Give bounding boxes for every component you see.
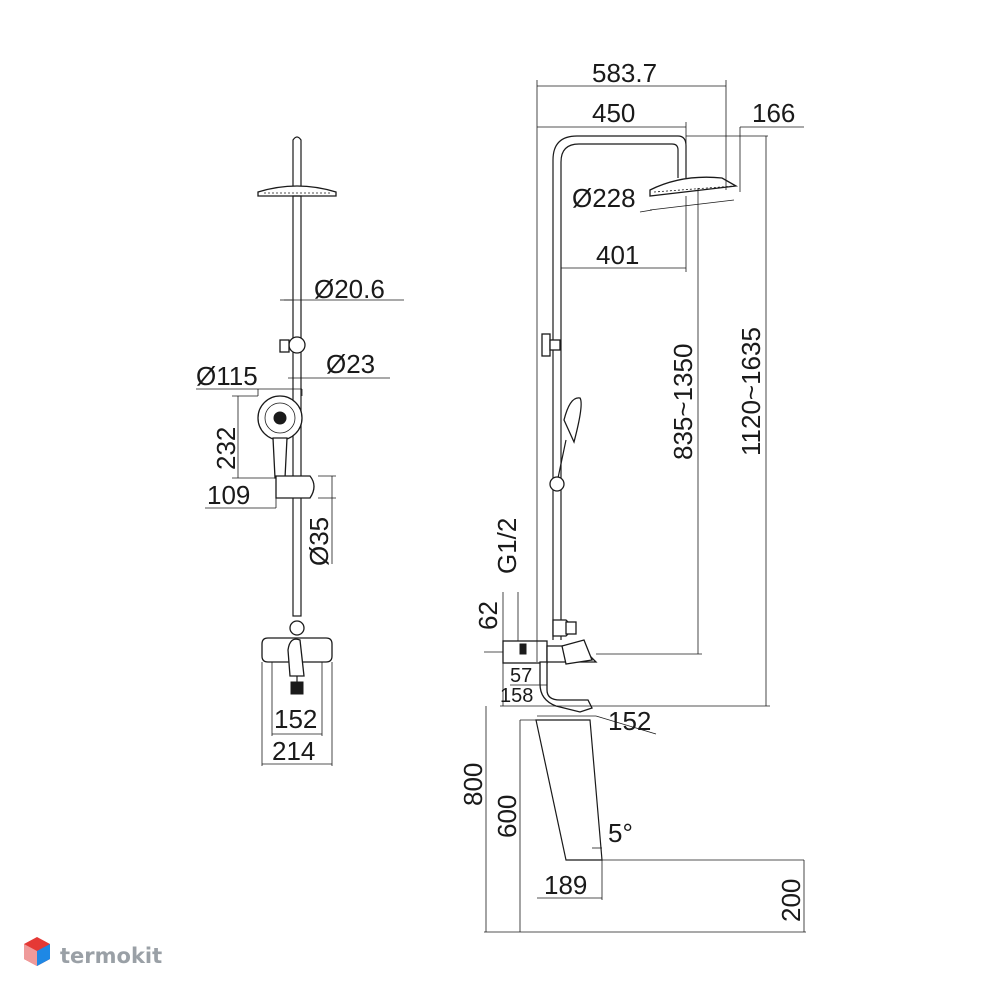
dim-angle: 5°: [608, 818, 633, 848]
dim-pipe-diameter: Ø20.6: [314, 274, 385, 304]
rain-head-side: [649, 176, 739, 197]
brand-logo: termokit: [24, 937, 162, 968]
mixer-lever-side: [561, 639, 593, 665]
dim-hand-diameter: Ø115: [196, 361, 258, 391]
dim-mixer-outer: 214: [272, 736, 315, 766]
side-dimension-lines: [484, 80, 806, 933]
rain-head-front: [257, 185, 337, 197]
bracket-clamp-side: [549, 339, 561, 351]
side-view: 583.7 450 166 Ø228 401 835~1350 1120~163…: [458, 58, 806, 933]
slider-front: [275, 475, 315, 499]
dim-overall-width: 583.7: [592, 58, 657, 88]
slider-side: [549, 476, 565, 492]
inlet-mark: [519, 643, 527, 655]
mixer-lever-front: [287, 638, 305, 677]
dim-inlet-height: 62: [473, 601, 503, 630]
hand-shower-handle: [272, 437, 288, 479]
dim-height-range-1: 835~1350: [668, 344, 698, 460]
front-view: Ø20.6 Ø23 Ø115 232 109 Ø35 152 214: [196, 136, 404, 766]
dim-arm-length: 450: [592, 98, 635, 128]
dim-tub-height: 600: [492, 795, 522, 838]
dim-head-depth: 166: [752, 98, 795, 128]
dim-head-diameter: Ø228: [572, 183, 636, 213]
bathtub-side: [535, 719, 603, 861]
dim-spout-reach: 152: [608, 706, 651, 736]
hand-shower-side: [563, 397, 582, 444]
dim-tub-offset: 189: [544, 870, 587, 900]
bracket-clip-front: [279, 339, 290, 353]
spout-side: [539, 661, 593, 713]
dim-holder-diameter: Ø23: [326, 349, 375, 379]
brand-name: termokit: [60, 944, 162, 968]
connector-nut-side: [565, 621, 577, 635]
wall-bracket-side: [541, 333, 551, 357]
dim-body-total: 158: [500, 685, 533, 707]
front-dimension-lines: [196, 299, 404, 766]
arm-inner: [560, 143, 679, 640]
dim-slider-diameter: Ø35: [304, 517, 334, 566]
dim-body-depth: 57: [510, 665, 532, 687]
hand-shower-center: [273, 411, 287, 425]
dim-hand-length: 232: [211, 427, 241, 470]
dim-mixer-inner: 152: [274, 704, 317, 734]
dim-thread: G1/2: [492, 518, 522, 574]
dim-floor-offset: 200: [776, 879, 806, 922]
wall-bracket-front: [288, 336, 306, 354]
dim-arm-reach: 401: [596, 240, 639, 270]
lower-connector: [289, 620, 305, 636]
dim-mount-height: 800: [458, 763, 488, 806]
spout-outlet-front: [290, 681, 304, 695]
dim-hand-offset: 109: [207, 480, 250, 510]
top-pipe-cap: [292, 136, 302, 189]
dim-height-range-2: 1120~1635: [736, 327, 766, 456]
hand-shower-inner: [264, 402, 296, 434]
arm-outer: [552, 135, 687, 640]
